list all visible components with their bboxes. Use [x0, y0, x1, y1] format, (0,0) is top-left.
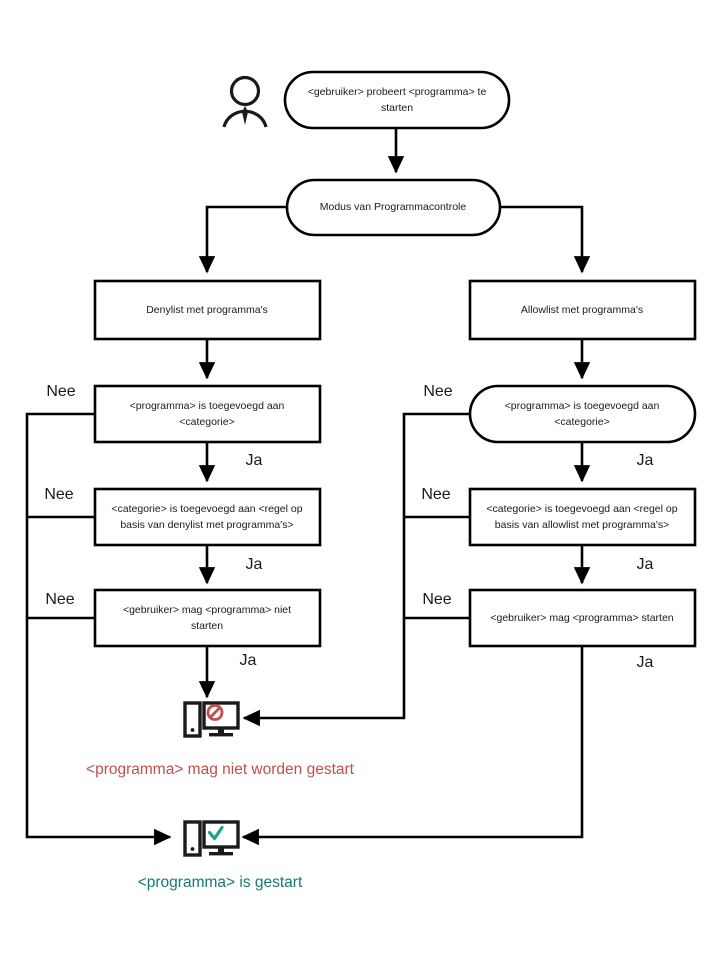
node-allow-category-in-rule: <categorie> is toegevoegd aan <regel op … [468, 487, 697, 547]
edge-mode-to-denylist [198, 205, 287, 274]
edge-label-allow-no-2: Nee [421, 486, 450, 503]
edge-label-allow-no-1: Nee [423, 383, 452, 400]
edge-label-allow-yes-1: Ja [637, 452, 654, 469]
node-deny-program-in-category: <programma> is toegevoegd aan <categorie… [93, 384, 322, 444]
node-mode: Modus van Programmacontrole [285, 178, 502, 237]
node-deny-category-in-rule: <categorie> is toegevoegd aan <regel op … [93, 487, 322, 547]
edge-label-allow-no-3: Nee [422, 591, 451, 608]
edge-label-deny-no-2: Nee [44, 486, 73, 503]
node-start-line1: <gebruiker> probeert <programma> te [308, 86, 487, 98]
edge-label-allow-yes-2: Ja [637, 556, 654, 573]
edge-mode-to-allowlist [500, 205, 591, 274]
user-icon [222, 75, 268, 128]
node-allowlist-label: Allowlist met programma's [521, 304, 643, 316]
edge-label-deny-yes-2: Ja [246, 556, 263, 573]
computer-blocked-icon [183, 701, 240, 738]
node-mode-label: Modus van Programmacontrole [320, 201, 467, 213]
node-allow-category-in-rule-line2: basis van allowlist met programma's> [495, 519, 669, 531]
allowed-caption: <programma> is gestart [138, 874, 303, 891]
node-deny-program-in-category-line2: <categorie> [179, 416, 234, 428]
node-denylist-label: Denylist met programma's [146, 304, 268, 316]
node-deny-program-in-category-line1: <programma> is toegevoegd aan [130, 400, 285, 412]
edge-allow-no-rail-to-blocked [242, 412, 470, 727]
node-deny-category-in-rule-line1: <categorie> is toegevoegd aan <regel op [111, 503, 302, 515]
edge-allow-user-yes-to-allowed [241, 646, 584, 846]
edge-label-deny-yes-3: Ja [240, 652, 257, 669]
node-start: <gebruiker> probeert <programma> te star… [283, 70, 511, 130]
edge-label-allow-yes-3: Ja [637, 654, 654, 671]
node-allow-category-in-rule-line1: <categorie> is toegevoegd aan <regel op [486, 503, 677, 515]
edge-label-deny-no-1: Nee [46, 383, 75, 400]
node-start-line2: starten [381, 102, 413, 114]
node-deny-user-rule-line1: <gebruiker> mag <programma> niet [123, 604, 291, 616]
node-allow-user-rule: <gebruiker> mag <programma> starten [468, 588, 697, 648]
node-allow-program-in-category-line2: <categorie> [554, 416, 609, 428]
node-deny-category-in-rule-line2: basis van denylist met programma's> [120, 519, 293, 531]
node-allowlist: Allowlist met programma's [468, 279, 697, 341]
node-allow-program-in-category-line1: <programma> is toegevoegd aan [505, 400, 660, 412]
edge-label-deny-yes-1: Ja [246, 452, 263, 469]
node-denylist: Denylist met programma's [93, 279, 322, 341]
blocked-caption: <programma> mag niet worden gestart [86, 761, 355, 778]
edge-label-deny-no-3: Nee [45, 591, 74, 608]
node-allow-program-in-category: <programma> is toegevoegd aan <categorie… [468, 384, 697, 444]
node-deny-user-rule: <gebruiker> mag <programma> niet starten [93, 588, 322, 648]
edge-deny-no-rail-to-allowed [25, 412, 172, 846]
computer-allowed-icon [183, 820, 240, 857]
node-deny-user-rule-line2: starten [191, 620, 223, 632]
node-allow-user-rule-label: <gebruiker> mag <programma> starten [490, 612, 673, 624]
